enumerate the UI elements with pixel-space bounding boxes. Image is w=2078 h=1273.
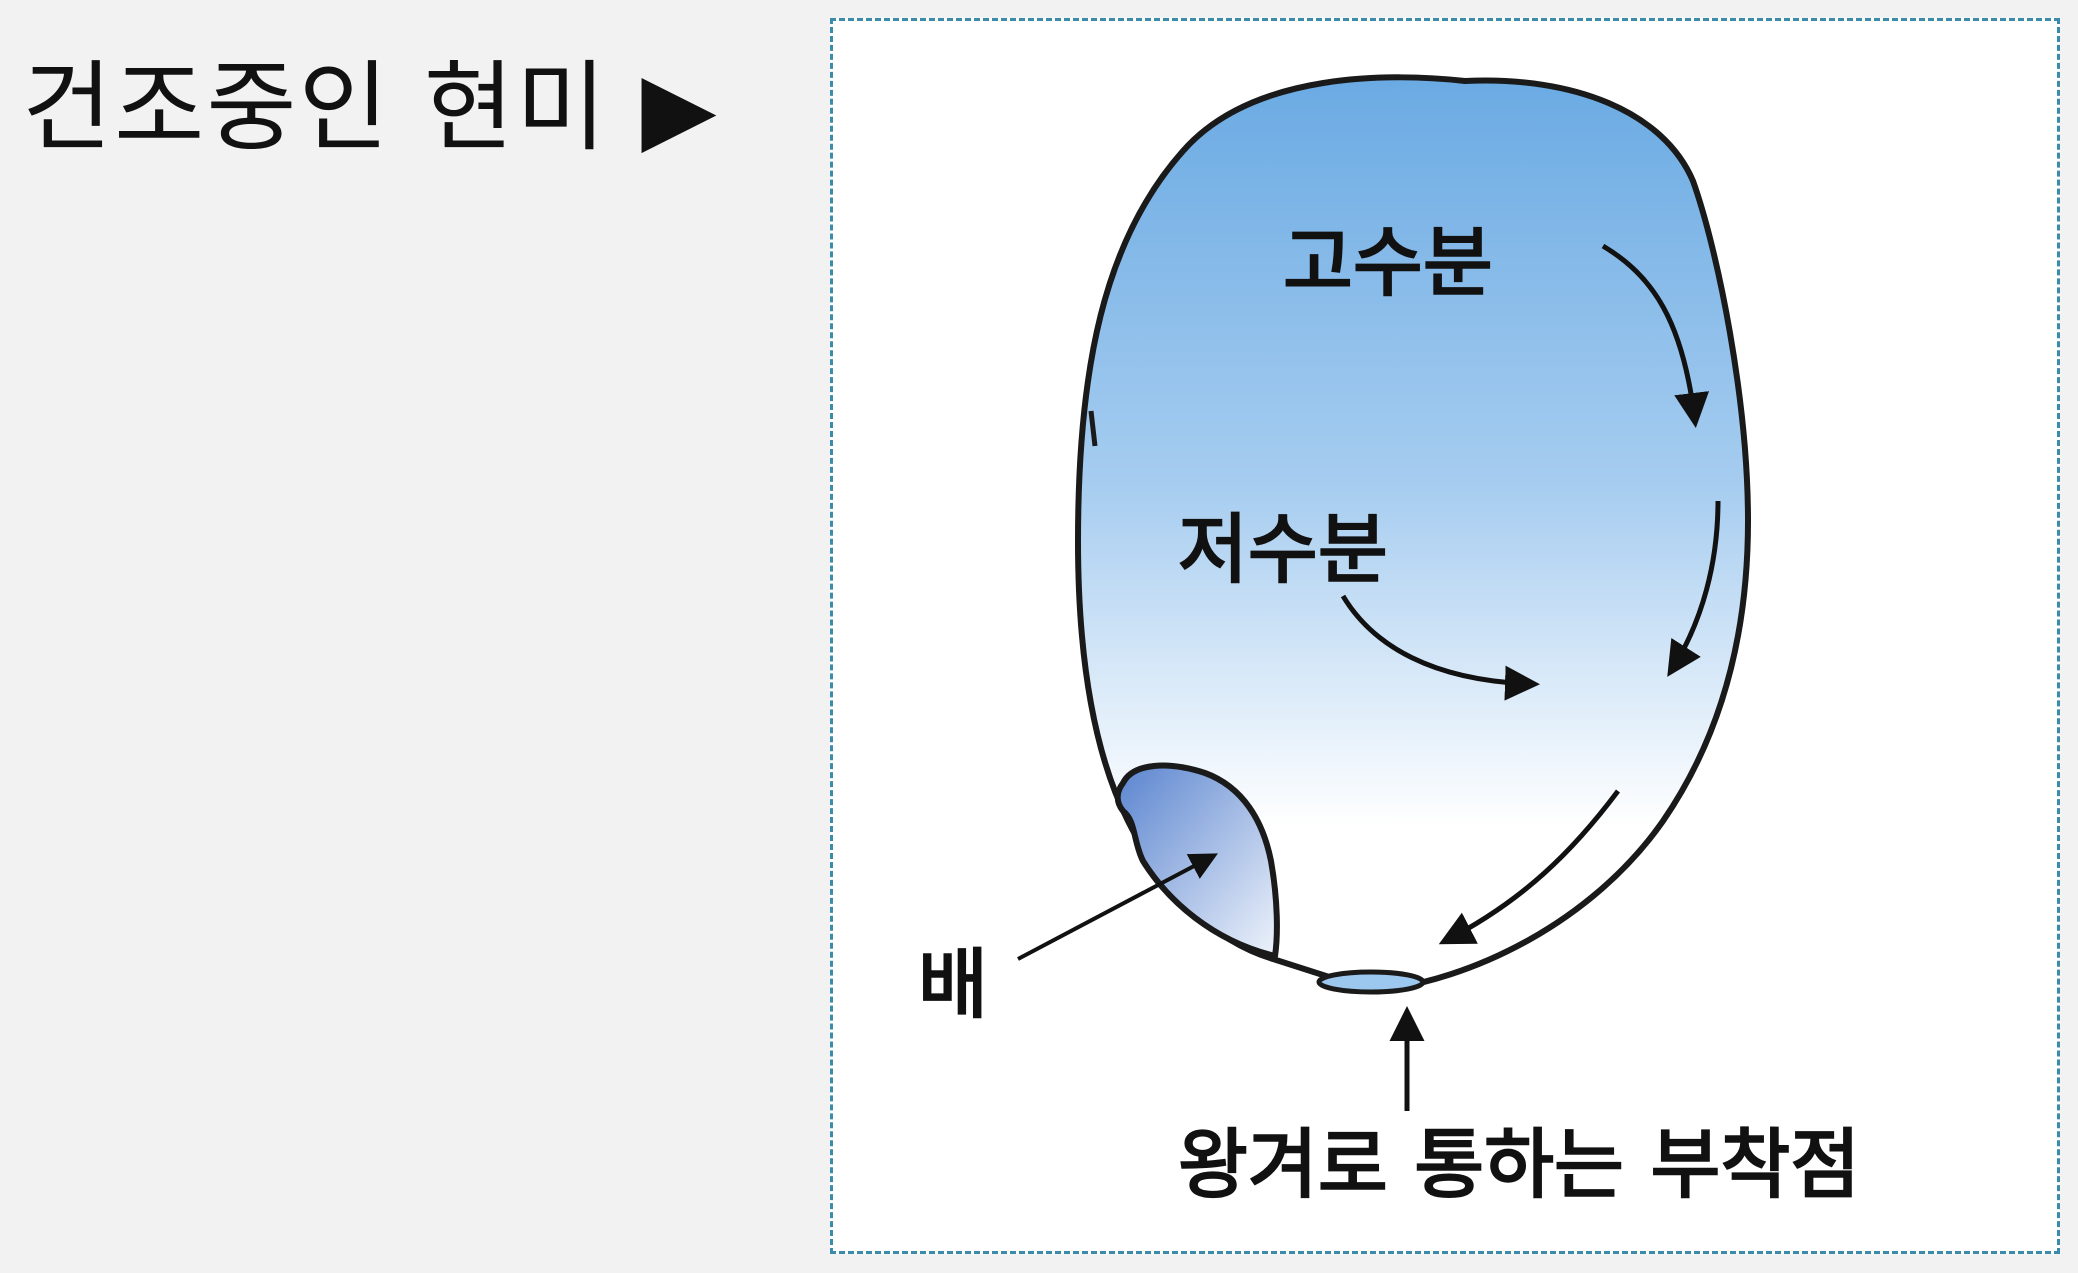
diagram-frame: 고수분 저수분 배 왕겨로 통하는 부착점: [830, 18, 2060, 1254]
flow-arrow-center: [1340, 594, 1540, 701]
flow-arrow-right-lower: [1667, 500, 1721, 677]
flow-arrow-right-upper: [1601, 243, 1710, 428]
label-low-moisture: 저수분: [1178, 505, 1388, 594]
label-high-moisture: 고수분: [1283, 218, 1493, 307]
brown-rice-drying-diagram: 고수분 저수분 배 왕겨로 통하는 부착점: [918, 74, 1860, 1209]
label-embryo: 배: [918, 940, 988, 1029]
label-attachment-point: 왕겨로 통하는 부착점: [1178, 1120, 1860, 1209]
flow-arrow-to-attachment: [1438, 789, 1620, 945]
page-title: 건조중인 현미 ▶: [22, 51, 719, 165]
embryo-pointer-arrow: [1017, 853, 1218, 961]
attachment-point-shape: [1316, 969, 1426, 995]
